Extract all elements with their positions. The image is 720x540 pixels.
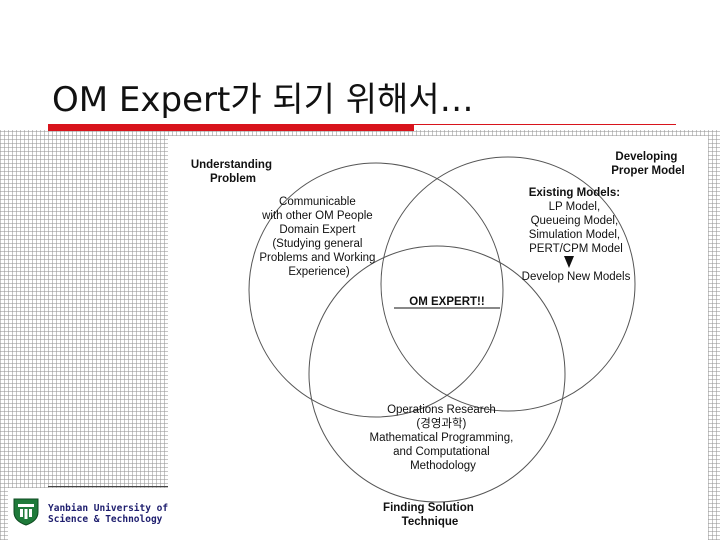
circle-understanding <box>248 162 504 418</box>
slide-title: OM Expert가 되기 위해서… <box>52 80 474 120</box>
university-name-line-1: Yanbian University of <box>48 503 169 514</box>
venn-diagram: Understanding Problem Developing Proper … <box>168 136 708 540</box>
communicable-text: Communicable with other OM People Domain… <box>259 196 378 278</box>
circle-developing <box>380 156 636 412</box>
title-underline-line <box>414 124 676 125</box>
existing-models-text: Existing Models: LP Model, Queueing Mode… <box>529 187 624 255</box>
title-area <box>0 0 720 130</box>
university-name-line-2: Science & Technology <box>48 514 163 525</box>
footer-divider <box>48 486 168 487</box>
arrow-down-icon <box>564 256 574 268</box>
university-logo-icon <box>13 498 39 526</box>
circle-finding <box>308 245 566 503</box>
operations-research-text: Operations Research (경영과학) Mathematical … <box>369 404 516 472</box>
label-developing: Developing Proper Model <box>611 151 684 177</box>
venn-svg: Understanding Problem Developing Proper … <box>191 151 685 528</box>
label-finding: Finding Solution Technique <box>383 502 477 528</box>
university-name: Yanbian University of Science & Technolo… <box>48 503 168 525</box>
label-understanding: Understanding Problem <box>191 159 275 185</box>
title-underline-bar <box>48 124 414 131</box>
develop-new-models-text: Develop New Models <box>522 271 631 283</box>
om-expert-text: OM EXPERT!! <box>409 296 484 308</box>
